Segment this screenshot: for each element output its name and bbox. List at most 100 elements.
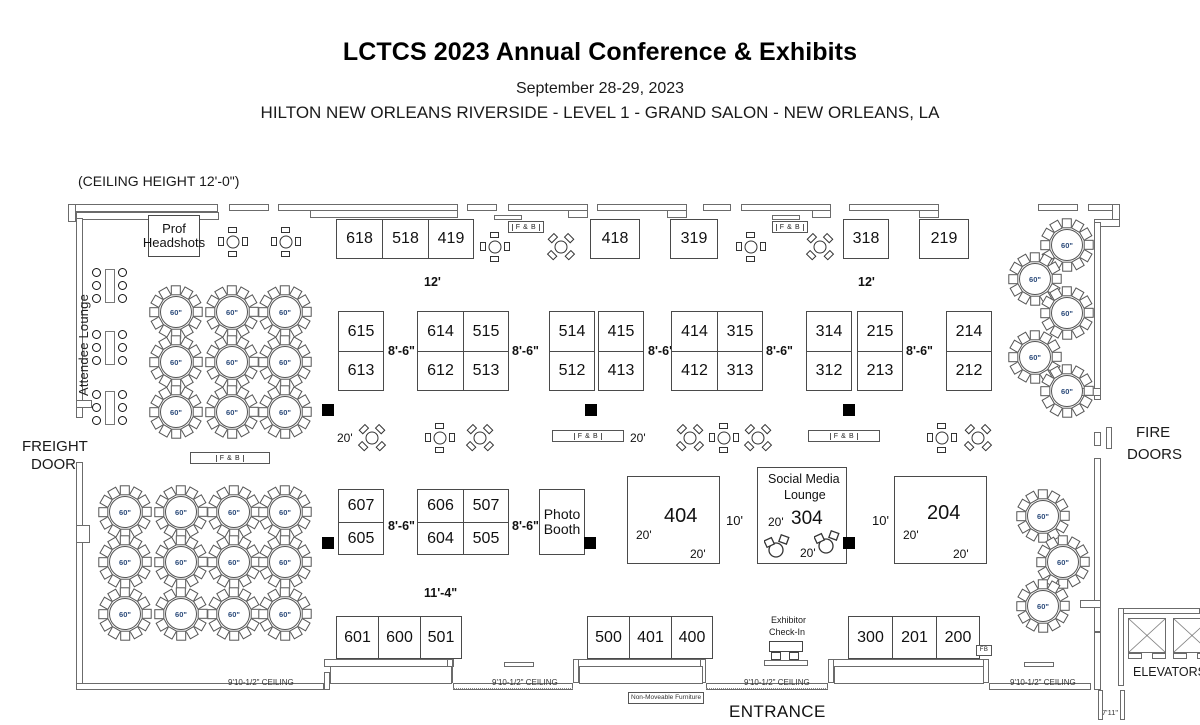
guide-line-a xyxy=(453,688,573,689)
booth-505[interactable]: 505 xyxy=(463,522,509,555)
round-table-label: 60" xyxy=(1051,297,1083,329)
booth-401[interactable]: 401 xyxy=(629,616,671,659)
booth-607[interactable]: 607 xyxy=(338,489,384,522)
booth-404[interactable]: 404 20' 20' xyxy=(627,476,720,564)
exhibitor-checkin-base xyxy=(764,660,808,666)
chair xyxy=(98,608,109,620)
booth-601[interactable]: 601 xyxy=(336,616,378,659)
round-table-60in: 60" xyxy=(154,485,208,539)
booth-518[interactable]: 518 xyxy=(382,219,428,259)
round-table-label: 60" xyxy=(269,546,301,578)
round-table-60in: 60" xyxy=(98,587,152,641)
fire-doors-label-2: DOORS xyxy=(1127,446,1183,463)
booth-212[interactable]: 212 xyxy=(946,351,992,391)
booth-214[interactable]: 214 xyxy=(946,311,992,351)
booth-201[interactable]: 201 xyxy=(892,616,936,659)
booth-418[interactable]: 418 xyxy=(590,219,640,259)
booth-614[interactable]: 614 xyxy=(417,311,463,351)
booth-513[interactable]: 513 xyxy=(463,351,509,391)
chair xyxy=(1037,622,1049,633)
header: LCTCS 2023 Annual Conference & Exhibits … xyxy=(0,0,1200,123)
booth-300[interactable]: 300 xyxy=(848,616,892,659)
booth-prof-headshots[interactable]: Prof Headshots xyxy=(143,215,205,257)
chair xyxy=(205,406,216,418)
marker-square xyxy=(322,404,334,416)
fb-label: F & B xyxy=(511,223,541,231)
booth-200[interactable]: 200 xyxy=(936,616,980,659)
booth-414[interactable]: 414 xyxy=(671,311,717,351)
chair xyxy=(175,485,187,496)
booth-500[interactable]: 500 xyxy=(587,616,629,659)
event-dates: September 28-29, 2023 xyxy=(515,80,685,97)
booth-415[interactable]: 415 xyxy=(598,311,644,351)
booth-219[interactable]: 219 xyxy=(919,219,969,259)
booth-615[interactable]: 615 xyxy=(338,311,384,351)
round-table-60in: 60" xyxy=(1040,218,1094,272)
round-table-label: 60" xyxy=(109,546,141,578)
lounge-table xyxy=(105,269,115,303)
chair xyxy=(279,385,291,396)
chair xyxy=(226,428,238,439)
booth-604[interactable]: 604 xyxy=(417,522,463,555)
chair xyxy=(1061,329,1073,340)
wall-top-seg9 xyxy=(1038,204,1078,211)
round-table-60in: 60" xyxy=(205,335,259,389)
chair xyxy=(175,587,187,598)
booth-313[interactable]: 313 xyxy=(717,351,763,391)
chair xyxy=(119,485,131,496)
wall-right-lower xyxy=(1094,458,1101,632)
booth-501[interactable]: 501 xyxy=(420,616,462,659)
chair xyxy=(228,485,240,496)
round-table-60in: 60" xyxy=(258,335,312,389)
booth-400[interactable]: 400 xyxy=(671,616,713,659)
booth-613[interactable]: 613 xyxy=(338,351,384,391)
wall-left-notch xyxy=(76,400,92,408)
chair xyxy=(1040,385,1051,397)
ceiling-stub-b xyxy=(772,215,800,220)
wall-left-notch2 xyxy=(76,525,90,543)
wall-bottom-right-jamb2 xyxy=(1120,690,1125,720)
dim-20ft-b: 20' xyxy=(630,431,646,445)
booth-512[interactable]: 512 xyxy=(549,351,595,391)
chair xyxy=(119,587,131,598)
booth-606[interactable]: 606 xyxy=(417,489,463,522)
chair xyxy=(1061,407,1073,418)
chair xyxy=(258,506,269,518)
booth-318[interactable]: 318 xyxy=(843,219,889,259)
booth-618[interactable]: 618 xyxy=(336,219,382,259)
booth-419[interactable]: 419 xyxy=(428,219,474,259)
elevator-door-1b xyxy=(1152,653,1166,659)
booth-515[interactable]: 515 xyxy=(463,311,509,351)
fire-doors-label-1: FIRE xyxy=(1136,424,1171,441)
booth-312[interactable]: 312 xyxy=(806,351,852,391)
booth-600[interactable]: 600 xyxy=(378,616,420,659)
booth-204[interactable]: 204 20' 20' xyxy=(894,476,987,564)
photo-booth-label-1: Photo xyxy=(543,505,581,522)
wall-left-upper xyxy=(76,218,83,418)
booth-605[interactable]: 605 xyxy=(338,522,384,555)
chair xyxy=(279,630,291,641)
booth-413[interactable]: 413 xyxy=(598,351,644,391)
booth-photo-booth[interactable]: Photo Booth xyxy=(539,489,585,555)
chair xyxy=(1008,351,1019,363)
wall-top-left-b xyxy=(76,212,219,220)
booth-314[interactable]: 314 xyxy=(806,311,852,351)
chair xyxy=(258,356,269,368)
booth-319[interactable]: 319 xyxy=(670,219,718,259)
booth-412[interactable]: 412 xyxy=(671,351,717,391)
booth-213[interactable]: 213 xyxy=(857,351,903,391)
freight-door-label-2: DOOR xyxy=(31,456,76,473)
booth-215[interactable]: 215 xyxy=(857,311,903,351)
lounge-table xyxy=(105,331,115,365)
chair xyxy=(279,587,291,598)
booth-514[interactable]: 514 xyxy=(549,311,595,351)
wall-top-seg6 xyxy=(703,204,731,211)
booth-social-media-lounge-304[interactable]: Social Media Lounge 304 20' 20' xyxy=(757,467,847,564)
booth-507[interactable]: 507 xyxy=(463,489,509,522)
round-table-label: 60" xyxy=(269,598,301,630)
page-title: LCTCS 2023 Annual Conference & Exhibits xyxy=(342,38,858,66)
booth-315[interactable]: 315 xyxy=(717,311,763,351)
dim-7-11: 7'11" xyxy=(1102,708,1119,717)
cocktail-table xyxy=(670,418,710,458)
booth-612[interactable]: 612 xyxy=(417,351,463,391)
